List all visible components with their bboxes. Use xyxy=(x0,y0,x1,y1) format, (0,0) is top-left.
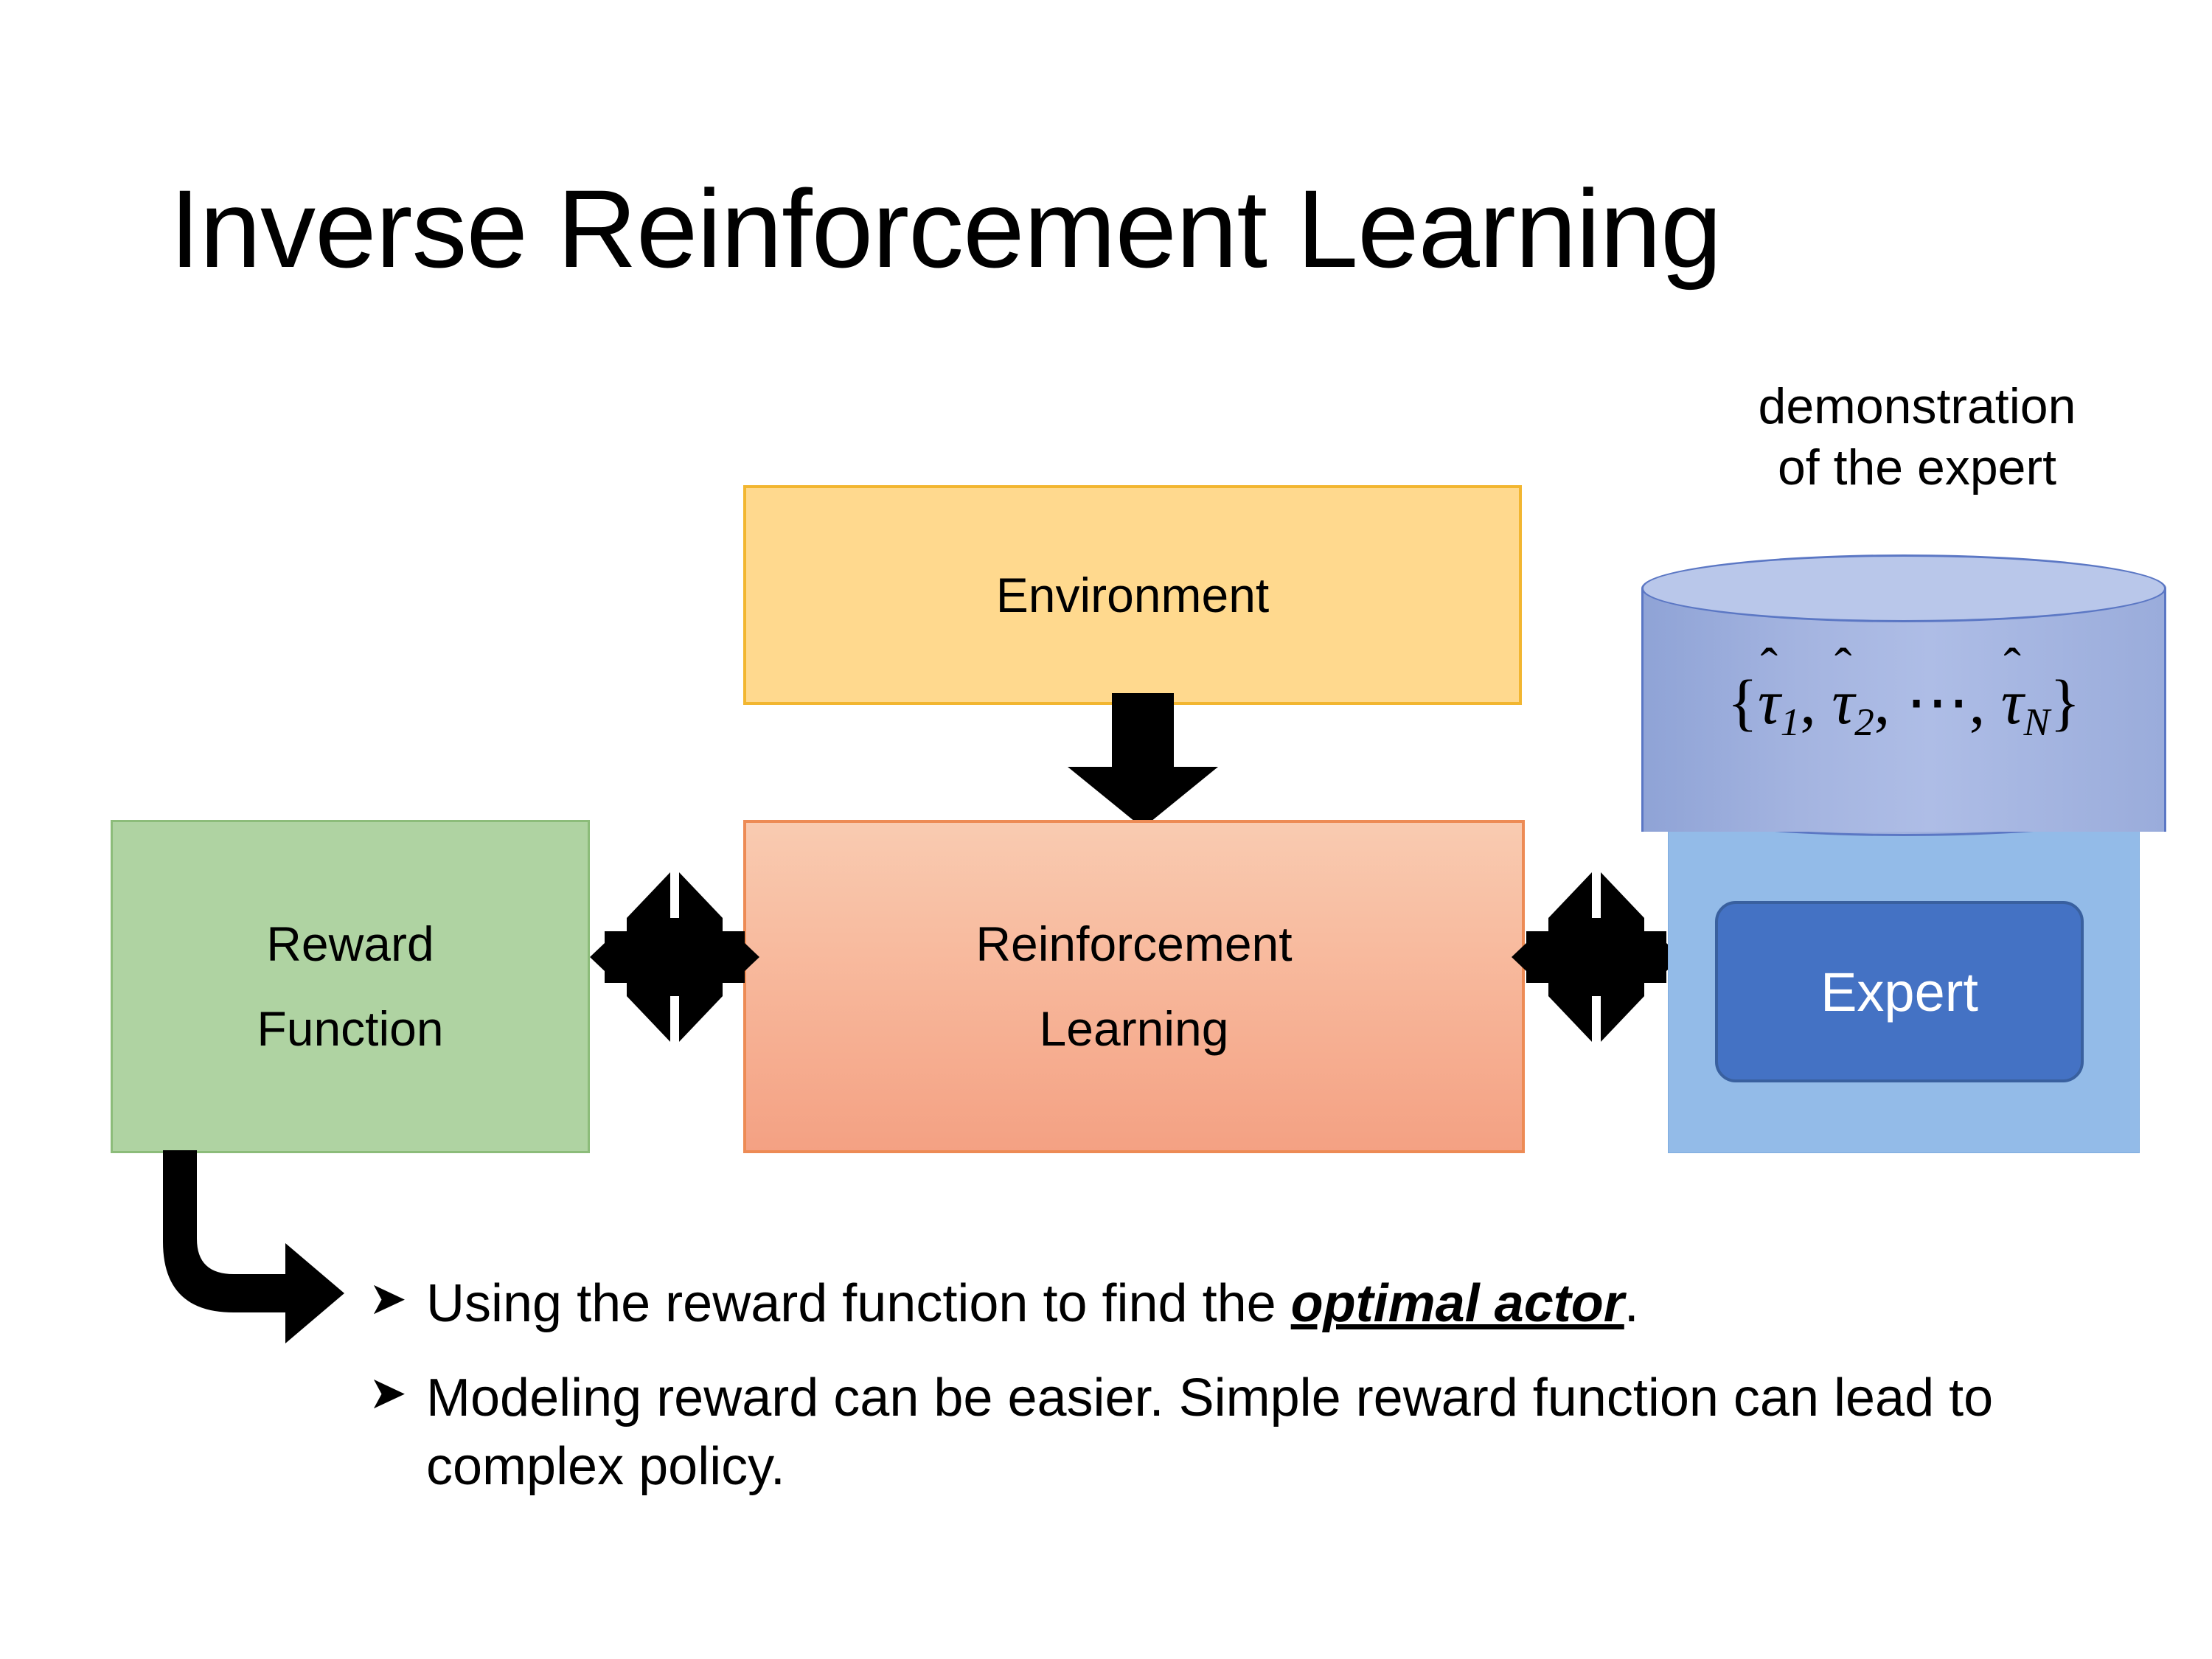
bullet-1-text-after: . xyxy=(1624,1274,1639,1333)
reward-label-line1: Reward xyxy=(266,916,434,971)
bullet-text-2: Modeling reward can be easier. Simple re… xyxy=(426,1368,1994,1497)
down-arrow-icon xyxy=(1062,693,1224,830)
reinforcement-learning-box: Reinforcement Learning xyxy=(743,820,1525,1153)
demonstration-formula: {̂τ1, ̂τ2, ⋯, ̂τN} xyxy=(1641,665,2166,745)
quad-arrow-icon-rl-expert xyxy=(1512,872,1681,1042)
cylinder-body xyxy=(1641,588,2166,832)
elbow-arrow-icon xyxy=(151,1150,402,1371)
bullet-list: ➤ Using the reward function to find the … xyxy=(369,1270,2101,1527)
reward-function-label: Reward Function xyxy=(257,902,443,1072)
formula-open-brace: { xyxy=(1727,667,1758,737)
quad-arrow-icon-reward-rl xyxy=(590,872,759,1042)
formula-tau-2: τ xyxy=(1832,667,1855,737)
rl-label-line2: Learning xyxy=(1039,1001,1229,1056)
expert-label: Expert xyxy=(1820,961,1978,1023)
list-item: ➤ Using the reward function to find the … xyxy=(369,1270,2101,1339)
formula-comma-3: , xyxy=(1969,667,1986,737)
formula-close-brace: } xyxy=(2050,667,2081,737)
demonstration-caption: demonstration of the expert xyxy=(1644,376,2190,498)
formula-comma-2: , xyxy=(1874,667,1891,737)
environment-box: Environment xyxy=(743,485,1522,705)
formula-ellipsis: ⋯ xyxy=(1905,667,1969,737)
demonstration-caption-line2: of the expert xyxy=(1777,439,2057,495)
reward-label-line2: Function xyxy=(257,1001,444,1056)
bullet-marker-icon: ➤ xyxy=(369,1367,407,1419)
environment-label: Environment xyxy=(995,567,1270,622)
bullet-1-text-before: Using the reward function to find the xyxy=(426,1274,1291,1333)
formula-sub-1: 1 xyxy=(1780,699,1801,744)
expert-box: Expert xyxy=(1715,901,2084,1082)
formula-comma-1: , xyxy=(1800,667,1816,737)
cylinder-top xyxy=(1641,554,2166,622)
demonstration-caption-line1: demonstration xyxy=(1758,378,2076,434)
formula-tau-1: τ xyxy=(1757,667,1781,737)
bullet-text-1: Using the reward function to find the op… xyxy=(426,1270,2101,1339)
bullet-marker-icon: ➤ xyxy=(369,1273,407,1324)
formula-tau-n: τ xyxy=(2000,667,2024,737)
formula-sub-2: 2 xyxy=(1854,699,1874,744)
reinforcement-learning-label: Reinforcement Learning xyxy=(975,902,1292,1072)
formula-sub-n: N xyxy=(2023,699,2051,744)
list-item: ➤ Modeling reward can be easier. Simple … xyxy=(369,1364,2101,1502)
bullet-1-emphasis: optimal actor xyxy=(1290,1274,1624,1333)
page-title: Inverse Reinforcement Learning xyxy=(170,167,1722,291)
demonstration-cylinder-icon: {̂τ1, ̂τ2, ⋯, ̂τN} xyxy=(1641,554,2166,866)
rl-label-line1: Reinforcement xyxy=(975,916,1293,971)
reward-function-box: Reward Function xyxy=(111,820,590,1153)
